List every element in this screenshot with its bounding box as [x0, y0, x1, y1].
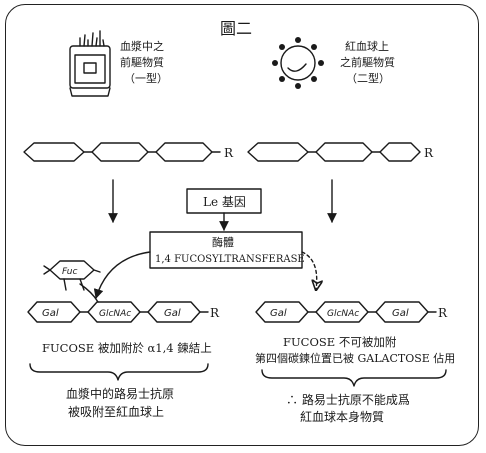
right-caption-line2: 第四個碳鍊位置已被 GALACTOSE 佔用	[255, 351, 455, 365]
right-sugar-1: Gal	[270, 308, 287, 319]
left-sugar-2: GlcNAc	[99, 309, 131, 319]
enzyme-label-line2: 1,4 FUCOSYLTRANSFERASE	[155, 254, 305, 265]
left-brace	[29, 363, 209, 381]
enzyme-to-left-arrow	[93, 251, 151, 299]
right-brace	[261, 369, 447, 387]
fucose-tag: Fuc	[62, 267, 78, 277]
left-result-line1: 血漿中的路易士抗原	[66, 386, 174, 401]
left-result-line2: 被吸附至紅血球上	[68, 405, 164, 419]
enzyme-to-right-arrow	[301, 251, 317, 290]
le-gene-label: Le 基因	[203, 195, 246, 209]
enzyme-label-line1: 酶體	[212, 236, 234, 249]
left-sugar-1: Gal	[42, 308, 59, 319]
plasma-label-line3: （一型）	[124, 71, 168, 85]
type2-sugar-chain	[247, 142, 421, 162]
left-caption: FUCOSE 被加附於 α1,4 鍊結上	[42, 341, 212, 355]
type1-sugar-chain	[23, 142, 221, 162]
plasma-label-line1: 血漿中之	[120, 39, 164, 53]
right-chain-r: R	[438, 306, 448, 320]
enzyme-box	[149, 231, 303, 269]
right-sugar-3: Gal	[392, 308, 409, 319]
type2-chain-r: R	[424, 146, 434, 160]
rbc-label-line1: 紅血球上	[345, 39, 389, 53]
left-sugar-3: Gal	[164, 308, 181, 319]
right-product-chain	[255, 301, 437, 323]
figure-title: 圖二	[220, 19, 252, 38]
left-product-chain	[27, 301, 209, 323]
type1-chain-r: R	[224, 146, 234, 160]
right-caption-line1: FUCOSE 不可被加附	[283, 335, 397, 349]
rbc-label-line3: （二型）	[346, 71, 390, 85]
fucose-bond-line	[79, 283, 99, 303]
right-result-line1: ∴ 路易士抗原不能成爲	[286, 392, 410, 407]
plasma-container-icon	[69, 30, 111, 97]
red-cell-icon	[272, 37, 324, 89]
right-result-line2: 紅血球本身物質	[300, 409, 384, 424]
plasma-label-line2: 前驅物質	[120, 55, 164, 69]
left-chain-r: R	[210, 306, 220, 320]
figure-frame	[5, 4, 479, 446]
rbc-label-line2: 之前驅物質	[340, 55, 395, 69]
right-sugar-2: GlcNAc	[327, 309, 359, 319]
fucose-hexagon	[43, 260, 101, 291]
